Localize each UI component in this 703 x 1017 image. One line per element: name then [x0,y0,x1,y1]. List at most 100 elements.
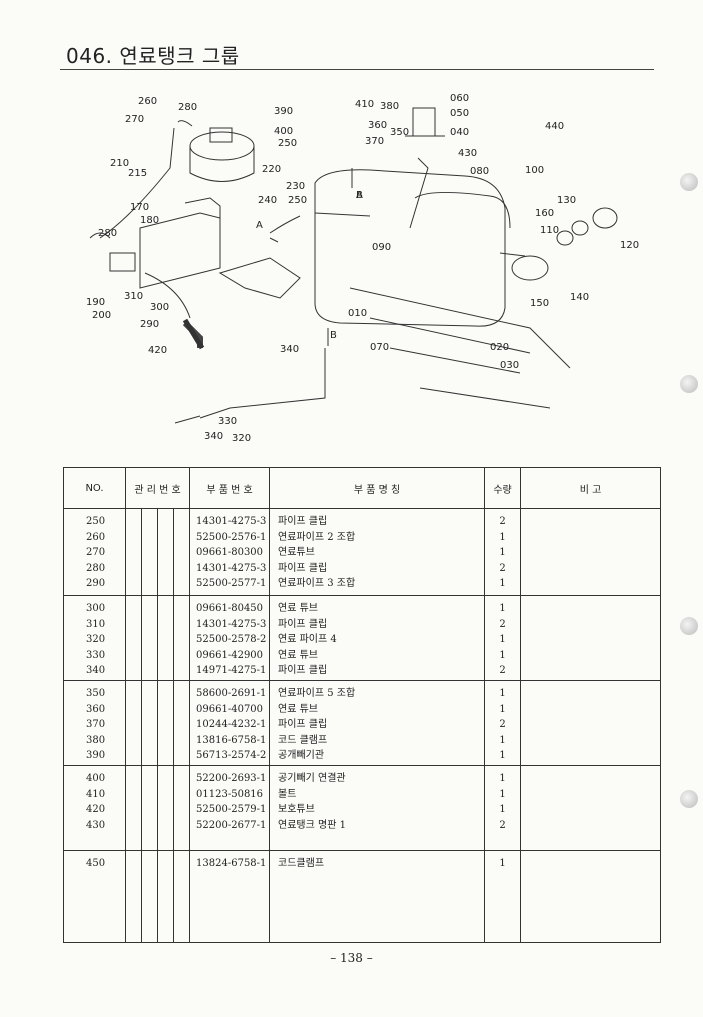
callout-label: 110 [540,225,559,236]
table-cell: 1 [499,788,506,800]
cell-remarks [520,595,662,681]
callout-label: 340 [204,431,223,442]
callout-label: 080 [470,166,489,177]
callout-label: 170 [130,202,149,213]
page-title: 046. 연료탱크 그룹 [66,44,240,68]
table-cell: 52200-2677-1 [196,819,267,831]
callout-label: 090 [372,242,391,253]
table-cell: 280 [86,562,106,574]
callout-label: 120 [620,240,639,251]
callout-label: 370 [365,136,384,147]
table-cell: 1 [499,750,506,761]
callout-label: 400 [274,126,293,137]
callout-label: 270 [125,114,144,125]
table-cell: 52500-2577-1 [196,578,267,589]
table-cell: 연료 파이프 4 [278,634,337,645]
col-management-no: 관 리 번 호 [124,467,191,509]
table-cell: 2 [499,719,506,730]
callout-label: A [356,190,363,201]
callout-label: 310 [124,291,143,302]
table-cell: 370 [86,719,106,730]
callout-label: 280 [178,102,197,113]
table-cell: 330 [86,649,106,661]
table-cell: 360 [86,703,106,715]
cell-quantity: 1 [484,850,522,943]
cell-management [172,508,191,596]
callout-label: 140 [570,292,589,303]
callout-label: 300 [150,302,169,313]
callout-label: 350 [390,127,409,138]
callout-label: 050 [450,108,469,119]
table-cell: 13824-6758-1 [196,858,267,869]
table-cell: 연료파이프 5 조합 [278,688,356,699]
callout-label: 100 [525,165,544,176]
table-cell: 1 [499,703,506,715]
table-cell: 14971-4275-1 [196,665,267,676]
cell-management [141,680,158,766]
table-cell: 1 [499,858,506,869]
table-cell: 310 [86,618,106,630]
cell-quantity: 1 1 1 2 [484,765,522,851]
table-cell: 1 [499,804,506,815]
callout-label: 420 [148,345,167,356]
callout-label: 330 [218,416,237,427]
table-cell: 09661-42900 [196,649,264,661]
callout-label: 150 [530,298,549,309]
cell-management [172,850,191,943]
table-cell: 320 [86,634,106,645]
table-cell: 1 [499,603,506,614]
table-cell: 코드 클램프 [278,734,328,746]
cell-management [157,595,174,681]
table-cell: 58600-2691-1 [196,688,267,699]
table-cell: 1 [499,578,506,589]
table-cell: 09661-80300 [196,547,264,558]
cell-management [141,595,158,681]
callout-label: 070 [370,342,389,353]
table-cell: 52500-2576-1 [196,531,267,543]
table-cell: 390 [86,750,106,761]
cell-management [172,680,191,766]
callout-label: B [330,330,337,341]
table-cell: 공개빼기관 [278,750,325,761]
cell-management [125,595,142,681]
table-cell: 연료 튜브 [278,649,319,661]
table-cell: 1 [499,649,506,661]
table-cell: 코드클램프 [278,858,325,869]
table-cell: 1 [499,531,506,543]
table-cell: 300 [86,603,106,614]
callout-label: 200 [92,310,111,321]
table-cell: 2 [499,562,506,574]
table-cell: 1 [499,773,506,784]
col-remarks: 비 고 [520,467,662,509]
callout-label: 430 [458,148,477,159]
table-cell: 52500-2578-2 [196,634,267,645]
table-cell: 290 [86,578,106,589]
table-cell: 2 [499,819,506,831]
callout-label: 390 [274,106,293,117]
table-cell: 볼트 [278,788,297,800]
table-cell: 450 [86,858,106,869]
col-quantity: 수량 [484,467,522,509]
table-cell: 보호튜브 [278,804,315,815]
callout-label: 260 [138,96,157,107]
cell-management [172,765,191,851]
table-cell: 13816-6758-1 [196,734,267,746]
cell-remarks [520,680,662,766]
table-cell: 연료파이프 3 조합 [278,578,356,589]
cell-remarks [520,850,662,943]
